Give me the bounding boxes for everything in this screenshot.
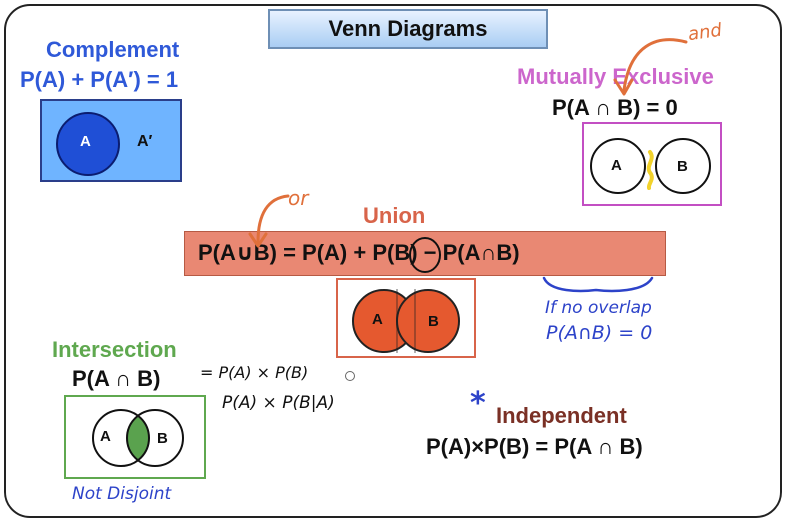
mutually-exclusive-circle-a [590,138,646,194]
union-circle-b-label: B [428,313,439,330]
complement-heading: Complement [46,37,180,62]
mutually-exclusive-circle-b [655,138,711,194]
yellow-mark-icon [646,150,654,190]
no-overlap-note-line1: If no overlap [545,298,652,318]
intersection-hand-line1: = P(A) × P(B) [200,363,309,382]
star-icon: * [470,386,486,421]
no-overlap-note-line2: P(A∩B) = 0 [546,322,653,344]
or-annotation: or [288,186,309,210]
complement-formula: P(A) + P(A′) = 1 [20,67,179,92]
independent-heading: Independent [496,403,627,428]
union-heading: Union [363,203,426,228]
intersection-circle-b-label: B [157,430,168,447]
complement-circle-a [56,112,120,176]
cursor-mark-icon [345,371,355,381]
intersection-circle-a-label: A [100,428,111,445]
mutually-exclusive-circle-a-label: A [611,157,622,174]
complement-circle-a-label: A [80,133,91,150]
independent-formula: P(A)×P(B) = P(A ∩ B) [426,434,643,459]
and-arrow-icon [613,38,688,96]
page-title-text: Venn Diagrams [328,16,488,41]
union-circle-b [396,289,460,353]
mutually-exclusive-formula: P(A ∩ B) = 0 [552,95,678,120]
union-circle-a-label: A [372,311,383,328]
or-arrow-icon [248,194,290,248]
union-formula: P(A∪B) = P(A) + P(B) − P(A∩B) [198,240,520,265]
complement-outside-label: A′ [137,133,153,150]
mutually-exclusive-circle-b-label: B [677,158,688,175]
intersection-venn [92,409,184,467]
not-disjoint-note: Not Disjoint [72,484,172,504]
intersection-hand-line2: P(A) × P(B|A) [222,393,335,413]
union-overlap-lines [396,289,416,353]
intersection-heading: Intersection [52,337,177,362]
mutually-exclusive-heading: Mutually Exclusive [517,64,714,89]
page-title: Venn Diagrams [268,9,548,49]
plus-circle-mark-icon [409,237,441,273]
intersection-formula: P(A ∩ B) [72,366,161,391]
overlap-bracket-icon [542,276,654,293]
